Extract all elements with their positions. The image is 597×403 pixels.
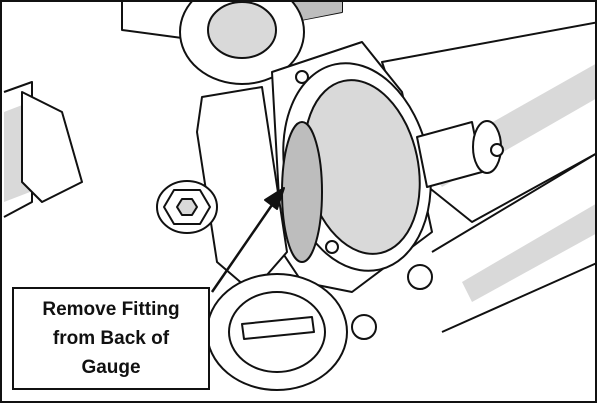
plate-hole-1 xyxy=(295,70,309,84)
small-bolt-2 xyxy=(351,314,377,340)
bolt-socket xyxy=(176,198,198,216)
gauge-back xyxy=(281,121,323,263)
callout-line-3: Gauge xyxy=(81,357,141,378)
small-bolt-1 xyxy=(407,264,433,290)
callout-arrow-shaft xyxy=(210,201,276,293)
small-bolt-3 xyxy=(325,240,339,254)
callout-line-2: from Back of xyxy=(52,328,170,349)
callout-box: Remove Fitting from Back of Gauge xyxy=(12,287,210,390)
left-block xyxy=(21,91,83,203)
fitting-bolt xyxy=(490,143,504,157)
callout-arrow-head xyxy=(264,187,285,210)
upper-round-bore xyxy=(207,2,277,59)
lower-tube-shade xyxy=(462,204,595,302)
upper-frame-bar-shade xyxy=(292,2,342,20)
lower-slot xyxy=(241,316,315,340)
callout-line-1: Remove Fitting xyxy=(42,299,180,320)
